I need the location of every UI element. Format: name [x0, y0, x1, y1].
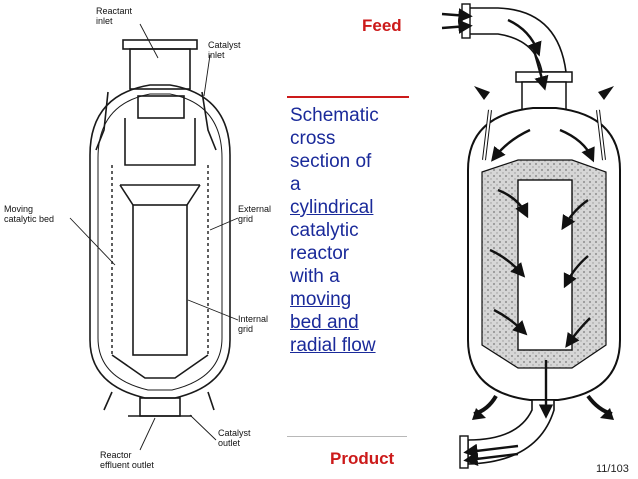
caption-line: section of	[290, 151, 372, 172]
caption-text: Schematic cross section of a cylindrical…	[290, 104, 410, 357]
divider-top	[287, 96, 409, 98]
reactor-flow-diagram-right	[441, 3, 621, 469]
caption-line: with a	[290, 266, 340, 287]
caption-link-moving[interactable]: moving	[290, 289, 352, 310]
caption-line: catalytic	[290, 220, 359, 241]
caption-link-cylindrical[interactable]: cylindrical	[290, 197, 374, 218]
caption-line: cross	[290, 128, 336, 149]
caption-line: reactor	[290, 243, 350, 264]
caption-link-bed-and[interactable]: bed and	[290, 312, 359, 333]
caption-line: Schematic	[290, 105, 379, 126]
caption-link-radial-flow[interactable]: radial flow	[290, 335, 376, 356]
divider-bottom	[287, 436, 407, 437]
page-number: 11/103	[596, 463, 629, 475]
caption-line: a	[290, 174, 301, 195]
feed-label: Feed	[362, 16, 402, 35]
product-label: Product	[330, 449, 395, 468]
